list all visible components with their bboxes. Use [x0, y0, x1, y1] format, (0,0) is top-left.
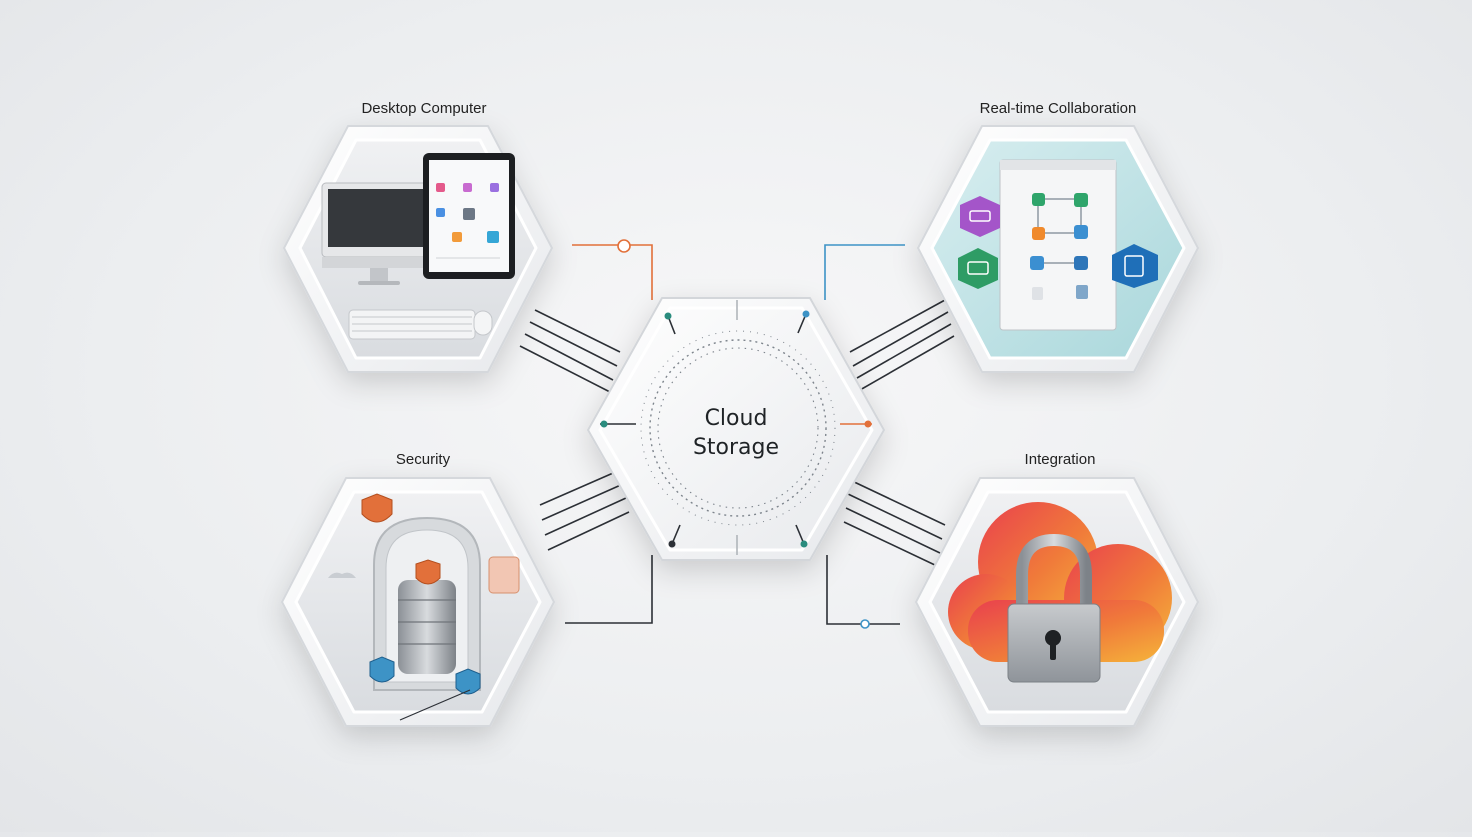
cloud-padlock-icon — [948, 502, 1172, 683]
label-security: Security — [395, 451, 451, 468]
center-port-pins — [600, 300, 872, 555]
label-integration: Integration — [1024, 451, 1096, 468]
server-vault-icon — [328, 493, 520, 721]
collaboration-screen-icon — [958, 159, 1158, 331]
label-real-time-collaboration: Real-time Collaboration — [979, 100, 1137, 117]
hex-integration — [915, 477, 1199, 727]
center-dotted-ring — [640, 330, 836, 526]
hex-desktop — [283, 125, 553, 373]
label-desktop-computer: Desktop Computer — [361, 100, 487, 117]
desktop-tablet-icon — [321, 153, 515, 340]
center-hexagon — [587, 297, 885, 561]
center-title-line-1: Cloud — [704, 406, 768, 431]
hex-collaboration — [917, 125, 1199, 373]
hex-security — [281, 477, 555, 727]
center-title: Cloud Storage — [693, 404, 779, 462]
center-title-line-2: Storage — [692, 435, 780, 460]
